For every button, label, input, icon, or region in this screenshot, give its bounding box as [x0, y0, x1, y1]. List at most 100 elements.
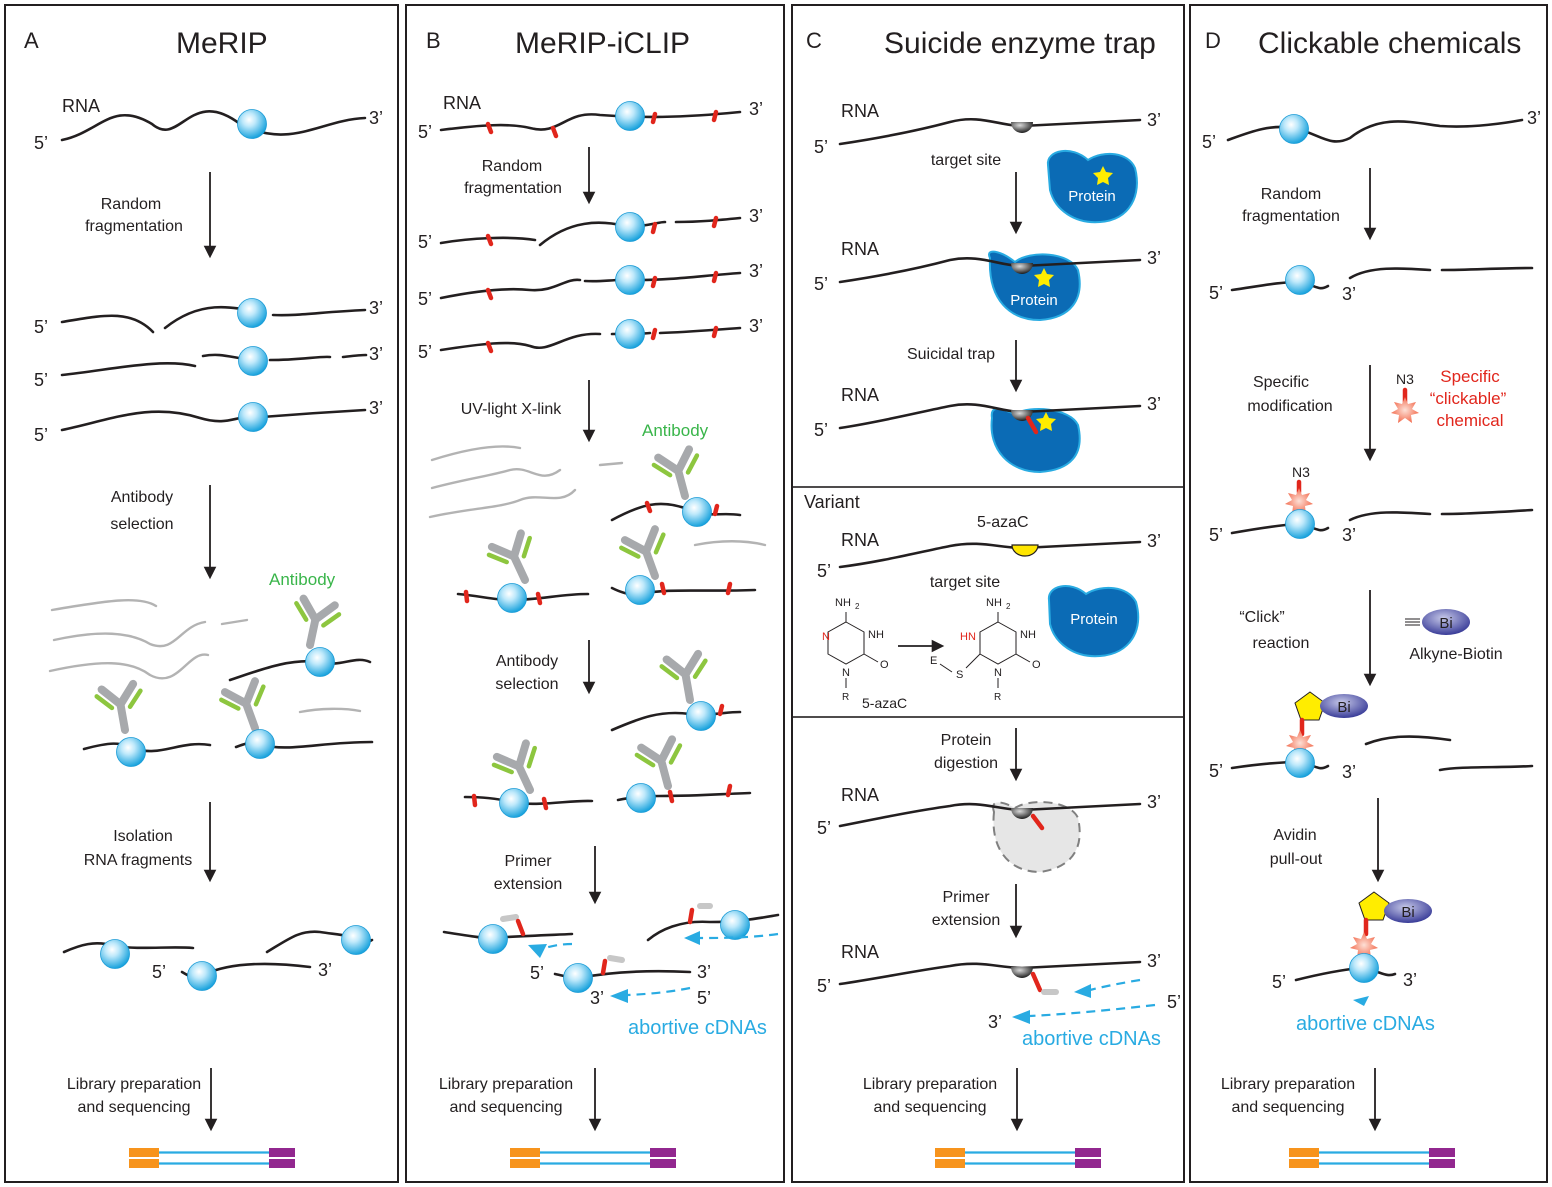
antibody-icon [96, 683, 147, 734]
svg-text:target site: target site [931, 152, 1001, 169]
svg-text:Alkyne-Biotin: Alkyne-Biotin [1409, 646, 1502, 663]
svg-text:5’: 5’ [697, 988, 711, 1008]
panel-title: MeRIP [176, 27, 268, 60]
svg-text:5’: 5’ [1202, 132, 1216, 152]
svg-text:and sequencing: and sequencing [874, 1099, 987, 1116]
svg-text:Protein: Protein [1070, 611, 1118, 628]
panel-a: A MeRIP RNA 5’ 3’ Random fragmentation 5… [24, 27, 383, 1170]
rna-label: RNA [62, 96, 100, 116]
svg-text:5’: 5’ [814, 420, 828, 440]
svg-text:Antibody: Antibody [642, 421, 709, 440]
svg-text:RNA: RNA [841, 385, 879, 405]
svg-text:and sequencing: and sequencing [450, 1099, 563, 1116]
svg-text:RNA: RNA [443, 93, 481, 113]
svg-text:3’: 3’ [1147, 951, 1161, 971]
svg-text:O: O [1032, 659, 1041, 671]
svg-text:5’: 5’ [1209, 525, 1223, 545]
svg-text:5’: 5’ [34, 425, 48, 445]
svg-text:5’: 5’ [530, 963, 544, 983]
abortive-cdna-label: abortive cDNAs [628, 1017, 767, 1039]
svg-text:D: D [1205, 28, 1221, 53]
svg-text:5’: 5’ [1167, 992, 1181, 1012]
svg-text:abortive cDNAs: abortive cDNAs [1022, 1028, 1161, 1050]
svg-text:5’: 5’ [817, 561, 831, 581]
svg-text:Protein: Protein [1068, 188, 1116, 205]
panel-d-frame [1189, 4, 1548, 1183]
svg-text:3’: 3’ [1147, 792, 1161, 812]
svg-text:5’: 5’ [418, 122, 432, 142]
svg-text:“Click”: “Click” [1239, 609, 1284, 626]
svg-text:R: R [994, 692, 1001, 703]
svg-text:Antibody: Antibody [496, 653, 558, 670]
panel-letter: A [24, 28, 39, 53]
svg-text:S: S [956, 669, 963, 681]
antibody-icon [288, 597, 340, 649]
svg-text:3’: 3’ [749, 206, 763, 226]
svg-text:5’: 5’ [817, 976, 831, 996]
library-construct-icon [127, 1146, 297, 1170]
svg-text:3’: 3’ [1342, 762, 1356, 782]
svg-text:Antibody: Antibody [111, 489, 173, 506]
svg-text:3’: 3’ [318, 960, 332, 980]
svg-text:Specific: Specific [1253, 374, 1309, 391]
svg-text:and sequencing: and sequencing [78, 1099, 191, 1116]
variant-box [791, 486, 1185, 718]
svg-text:abortive cDNAs: abortive cDNAs [1296, 1013, 1435, 1035]
panel-a-frame [4, 4, 399, 1183]
svg-text:Library preparation: Library preparation [863, 1076, 997, 1093]
svg-text:3’: 3’ [1147, 394, 1161, 414]
svg-text:2: 2 [1006, 602, 1011, 611]
rna-strand [60, 110, 367, 142]
svg-text:3’: 3’ [1342, 525, 1356, 545]
svg-text:3’: 3’ [1342, 284, 1356, 304]
svg-text:2: 2 [855, 602, 860, 611]
svg-text:3’: 3’ [749, 316, 763, 336]
svg-text:Random: Random [1261, 186, 1321, 203]
svg-text:Isolation: Isolation [113, 828, 173, 845]
svg-text:5’: 5’ [418, 342, 432, 362]
antibody-label: Antibody [269, 570, 336, 589]
svg-text:5’: 5’ [817, 818, 831, 838]
svg-text:Bi: Bi [1337, 699, 1350, 716]
svg-text:R: R [842, 692, 849, 703]
svg-text:N: N [822, 631, 830, 643]
svg-text:5’: 5’ [34, 370, 48, 390]
svg-text:Avidin: Avidin [1273, 827, 1316, 844]
svg-text:fragmentation: fragmentation [464, 180, 562, 197]
panel-c: C Suicide enzyme trap RNA 5’ 3’ target s… [791, 27, 1185, 1170]
three-prime-label: 3’ [369, 108, 383, 128]
svg-text:5-azaC: 5-azaC [862, 695, 907, 711]
svg-text:3’: 3’ [988, 1012, 1002, 1032]
m6a-site-icon [237, 109, 267, 139]
svg-text:3’: 3’ [369, 298, 383, 318]
svg-text:target site: target site [930, 574, 1000, 591]
antibody-icon [219, 679, 275, 735]
svg-text:RNA: RNA [841, 101, 879, 121]
svg-text:fragmentation: fragmentation [85, 218, 183, 235]
svg-text:N3: N3 [1396, 371, 1414, 387]
svg-text:5’: 5’ [814, 137, 828, 157]
svg-text:RNA: RNA [841, 942, 879, 962]
svg-text:3’: 3’ [1147, 110, 1161, 130]
svg-text:RNA: RNA [841, 239, 879, 259]
svg-text:Library preparation: Library preparation [439, 1076, 573, 1093]
svg-text:N: N [994, 667, 1002, 679]
svg-text:digestion: digestion [934, 755, 998, 772]
svg-text:Library preparation: Library preparation [1221, 1076, 1355, 1093]
svg-text:Primer: Primer [942, 889, 990, 906]
svg-text:3’: 3’ [1403, 970, 1417, 990]
svg-text:Specific: Specific [1440, 367, 1500, 386]
svg-text:3’: 3’ [1527, 108, 1541, 128]
svg-text:O: O [880, 659, 889, 671]
svg-text:5’: 5’ [814, 274, 828, 294]
svg-text:5’: 5’ [1272, 972, 1286, 992]
svg-text:Random: Random [482, 158, 542, 175]
svg-text:5’: 5’ [34, 317, 48, 337]
svg-text:Protein: Protein [941, 732, 992, 749]
biotin-icon [1320, 694, 1368, 718]
svg-text:fragmentation: fragmentation [1242, 208, 1340, 225]
panel-b-frame [405, 4, 785, 1183]
svg-text:5-azaC: 5-azaC [977, 514, 1029, 531]
svg-text:Clickable chemicals: Clickable chemicals [1258, 27, 1521, 60]
